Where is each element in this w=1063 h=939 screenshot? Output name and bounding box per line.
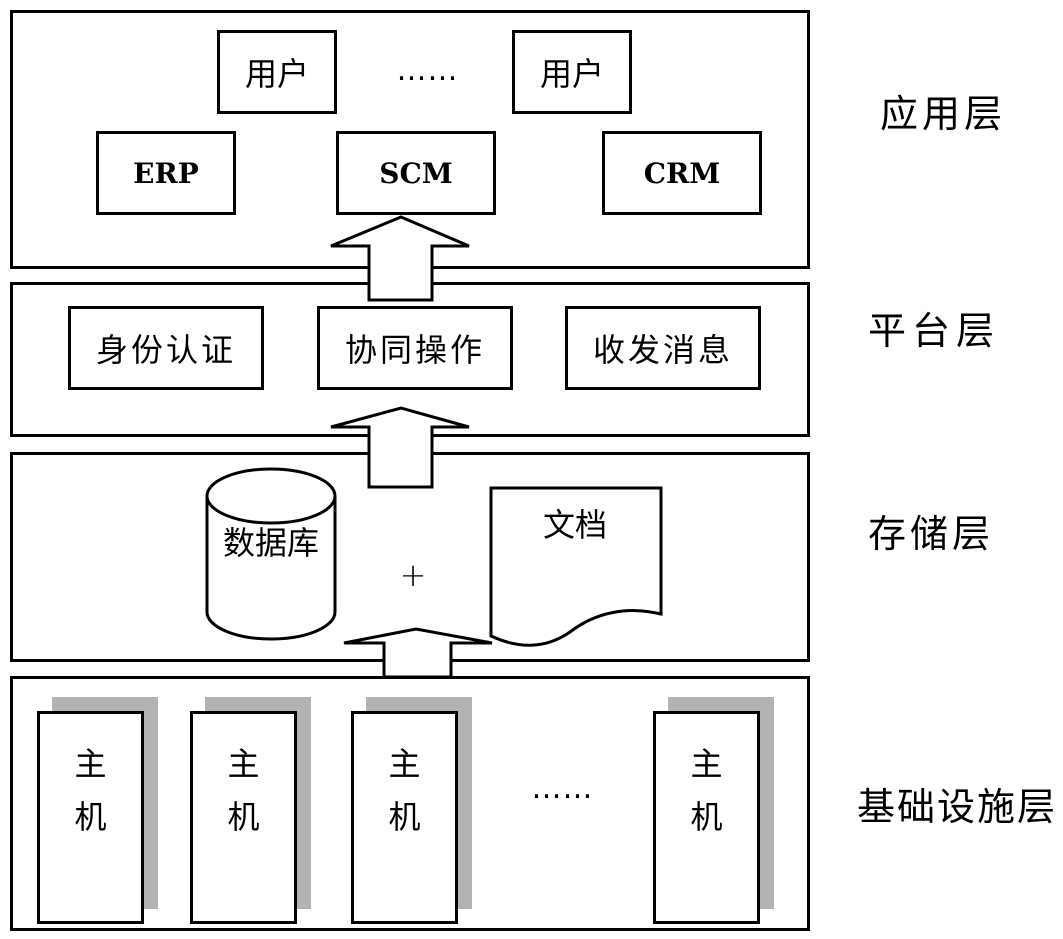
- scm-box: SCM: [336, 131, 496, 215]
- host-3: 主 机: [351, 711, 458, 924]
- messaging-box: 收发消息: [565, 306, 761, 390]
- host-2: 主 机: [190, 711, 297, 924]
- arrow-storage-to-platform: [330, 406, 470, 489]
- host-1-line2: 机: [74, 798, 107, 836]
- storage-layer-label: 存储层: [868, 511, 995, 556]
- erp-box: ERP: [96, 131, 236, 215]
- document-shape: [489, 486, 663, 647]
- application-layer-label: 应用层: [880, 91, 1007, 136]
- host-4: 主 机: [653, 711, 760, 924]
- platform-layer-label: 平台层: [868, 308, 1001, 353]
- plus-sign: +: [399, 556, 427, 594]
- host-1: 主 机: [37, 711, 144, 924]
- host-2-line2: 机: [227, 798, 260, 836]
- infrastructure-layer-label: 基础设施层: [857, 784, 1058, 829]
- collaboration-box: 协同操作: [317, 306, 513, 390]
- identity-auth-box: 身份认证: [68, 306, 264, 390]
- database-cylinder: [205, 467, 337, 641]
- arrow-platform-to-application: [330, 215, 470, 302]
- host-3-line1: 主: [388, 745, 421, 783]
- user-box-1: 用户: [217, 30, 337, 114]
- hosts-ellipsis: ……: [531, 770, 594, 806]
- user-box-2: 用户: [512, 30, 632, 114]
- document-label: 文档: [542, 506, 607, 544]
- database-label: 数据库: [222, 524, 319, 562]
- crm-box: CRM: [602, 131, 762, 215]
- host-2-line1: 主: [227, 745, 260, 783]
- host-4-line1: 主: [690, 745, 723, 783]
- host-4-line2: 机: [690, 798, 723, 836]
- arrow-infrastructure-to-storage: [343, 627, 493, 679]
- host-1-line1: 主: [74, 745, 107, 783]
- users-ellipsis: ……: [396, 52, 459, 88]
- host-3-line2: 机: [388, 798, 421, 836]
